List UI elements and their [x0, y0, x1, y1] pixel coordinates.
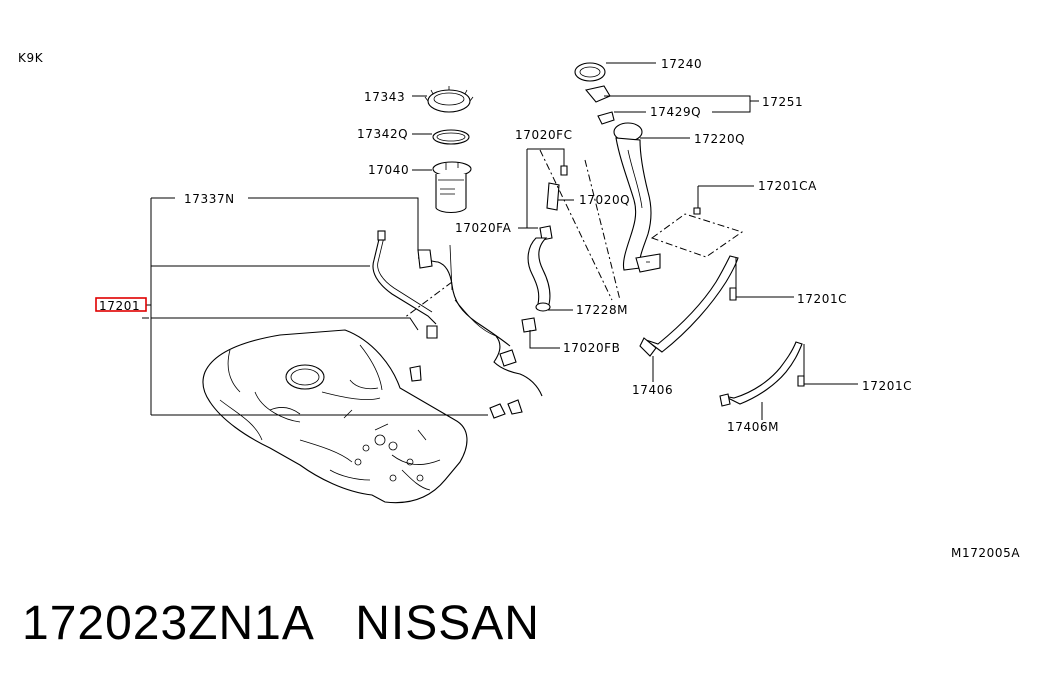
label-17020FC: 17020FC — [515, 128, 573, 142]
label-17201: 17201 — [99, 299, 140, 313]
label-17343: 17343 — [364, 90, 405, 104]
label-17040: 17040 — [368, 163, 409, 177]
label-17220Q: 17220Q — [694, 132, 745, 146]
part-labels: 17343 17342Q 17040 17337N 17201 17020FC … — [99, 57, 912, 434]
fuel-pump-17040 — [432, 161, 472, 214]
label-17406: 17406 — [632, 383, 673, 397]
label-17201CA: 17201CA — [758, 179, 817, 193]
vent-tube-17020FC — [539, 165, 568, 241]
label-17337N: 17337N — [184, 192, 235, 206]
filler-hose-17228M — [521, 237, 551, 333]
label-17240: 17240 — [661, 57, 702, 71]
gasket-17342Q — [432, 129, 470, 145]
label-17406M: 17406M — [727, 420, 779, 434]
tank-strap-17406 — [639, 255, 739, 357]
fuel-tank-drawing — [202, 329, 468, 504]
diagram-corner-code: K9K — [18, 51, 44, 65]
label-17228M: 17228M — [576, 303, 628, 317]
leader-lines — [146, 62, 858, 420]
filler-tube-17220Q — [613, 122, 661, 273]
label-17251: 17251 — [762, 95, 803, 109]
label-17020FA: 17020FA — [455, 221, 512, 235]
label-17020FB: 17020FB — [563, 341, 621, 355]
figure-code: M172005A — [951, 546, 1020, 560]
lock-ring-17343 — [424, 86, 474, 113]
filler-cap-17240 — [574, 62, 615, 125]
label-17429Q: 17429Q — [650, 105, 701, 119]
label-17201C-lower: 17201C — [862, 379, 912, 393]
part-number: 172023ZN1A — [22, 597, 313, 650]
label-17201C-upper: 17201C — [797, 292, 847, 306]
label-17342Q: 17342Q — [357, 127, 408, 141]
footer-caption: 172023ZN1A NISSAN — [22, 596, 540, 651]
label-17020Q: 17020Q — [579, 193, 630, 207]
tank-strap-17406M — [719, 341, 803, 407]
bolts — [693, 207, 805, 387]
selected-part-highlight — [95, 297, 147, 312]
brand-name: NISSAN — [355, 597, 540, 650]
pump-pipes — [372, 230, 543, 419]
